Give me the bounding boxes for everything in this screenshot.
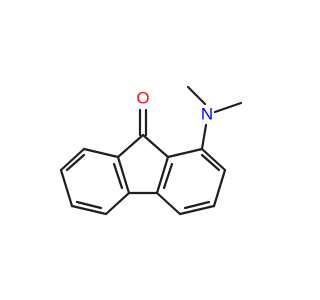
left-ring-inner-bond-1 — [112, 162, 124, 190]
left-ring-bond-4 — [59, 168, 74, 208]
left-ring-bond-1 — [116, 155, 131, 195]
left-ring-bond-6 — [82, 147, 120, 159]
right-ring-bond-2 — [155, 191, 182, 216]
c-n-bond — [200, 123, 208, 151]
oxygen-label: O — [136, 88, 149, 107]
left-ring-bond-5 — [59, 147, 86, 172]
ring5-bond-right — [141, 133, 170, 159]
right-ring-bond-3 — [178, 204, 216, 216]
right-ring-inner-bond-1 — [162, 162, 174, 190]
right-ring-bond-5 — [200, 147, 227, 172]
left-ring-bond-3 — [70, 204, 108, 216]
chemical-structure-diagram: O N — [59, 85, 243, 216]
left-ring-inner-bond-2 — [75, 200, 103, 210]
left-ring-bond-2 — [104, 191, 131, 216]
ring5-bond-left — [116, 133, 145, 159]
right-ring-bond-6 — [166, 147, 204, 159]
right-ring-inner-bond-2 — [183, 200, 211, 210]
right-ring-inner-bond-3 — [200, 153, 221, 172]
n-methyl-left-bond — [186, 85, 207, 106]
right-ring-bond-4 — [212, 168, 227, 208]
right-ring-bond-1 — [155, 155, 170, 195]
n-methyl-right-bond — [213, 101, 243, 114]
nitrogen-label: N — [201, 104, 213, 123]
left-ring-inner-bond-3 — [65, 153, 86, 172]
